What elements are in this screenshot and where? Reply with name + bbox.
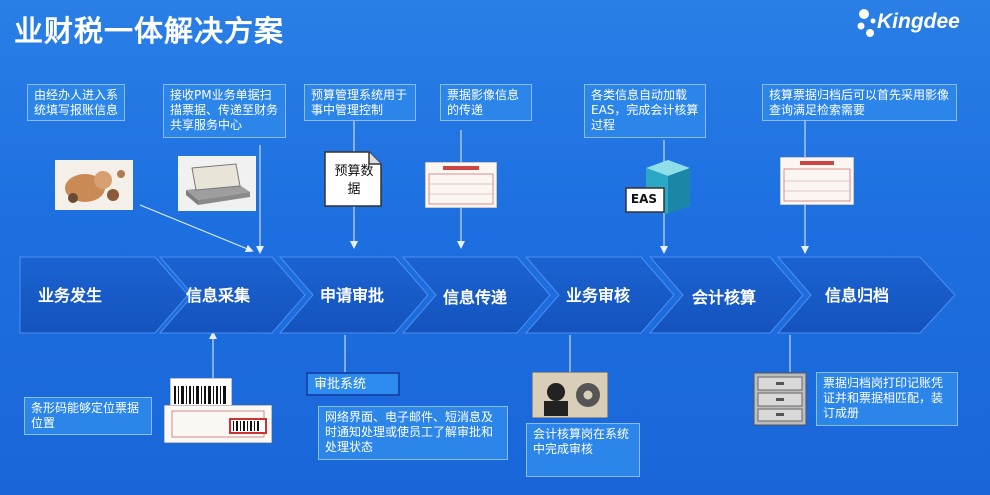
- scanner-icon: [178, 156, 256, 211]
- step-label-7: 信息归档: [825, 286, 890, 305]
- chevron-step-3: [278, 256, 429, 334]
- eas-server-icon: [625, 160, 690, 214]
- top-note-3: 预算管理系统用于事中管理控制: [304, 84, 416, 121]
- invoice-image-icon: [425, 162, 497, 208]
- barcode-invoice-icon: [164, 405, 272, 443]
- coins-photo-icon: [55, 160, 133, 210]
- file-cabinet-icon: [753, 372, 807, 426]
- step-label-3: 申请审批: [320, 286, 385, 305]
- chevron-step-1: [19, 256, 189, 334]
- process-chevrons: [19, 256, 956, 334]
- bottom-note-notification: 网络界面、电子邮件、短消息及时通知处理或使员工了解审批和处理状态: [318, 406, 508, 460]
- step-label-5: 业务审核: [566, 286, 631, 305]
- budget-document-icon: [324, 151, 382, 207]
- top-note-1: 由经办人进入系统填写报账信息: [27, 84, 125, 121]
- top-note-2: 接收PM业务单据扫描票据、传递至财务共享服务中心: [163, 84, 286, 138]
- step-label-4: 信息传递: [443, 288, 508, 307]
- archive-invoice-icon: [780, 157, 854, 205]
- budget-document-label: 预算数据: [334, 164, 374, 197]
- top-note-6: 核算票据归档后可以首先采用影像查询满足检索需要: [762, 84, 957, 121]
- eas-label: EAS: [630, 192, 658, 206]
- bottom-note-approval-system: 审批系统: [306, 372, 400, 396]
- step-label-6: 会计核算: [692, 288, 757, 307]
- brand-name: Kingdee: [877, 10, 960, 33]
- accountant-gears-icon: [532, 372, 608, 418]
- kingdee-logo-icon: [857, 9, 876, 37]
- chevron-step-6: [648, 256, 804, 334]
- bottom-note-archive: 票据归档岗打印记账凭证并和票据相匹配，装订成册: [816, 372, 958, 426]
- top-note-5: 各类信息自动加载EAS，完成会计核算过程: [584, 84, 706, 138]
- chevron-step-7: [776, 256, 956, 334]
- chevron-step-2: [158, 256, 306, 334]
- step-label-2: 信息采集: [186, 286, 251, 305]
- step-label-1: 业务发生: [38, 286, 103, 305]
- top-note-4: 票据影像信息的传递: [440, 84, 532, 121]
- page-title: 业财税一体解决方案: [14, 14, 285, 48]
- chevron-step-5: [524, 256, 675, 334]
- chevron-step-4: [401, 256, 551, 334]
- bottom-note-accounting-review: 会计核算岗在系统中完成审核: [526, 423, 640, 477]
- bottom-note-barcode: 条形码能够定位票据位置: [24, 397, 152, 435]
